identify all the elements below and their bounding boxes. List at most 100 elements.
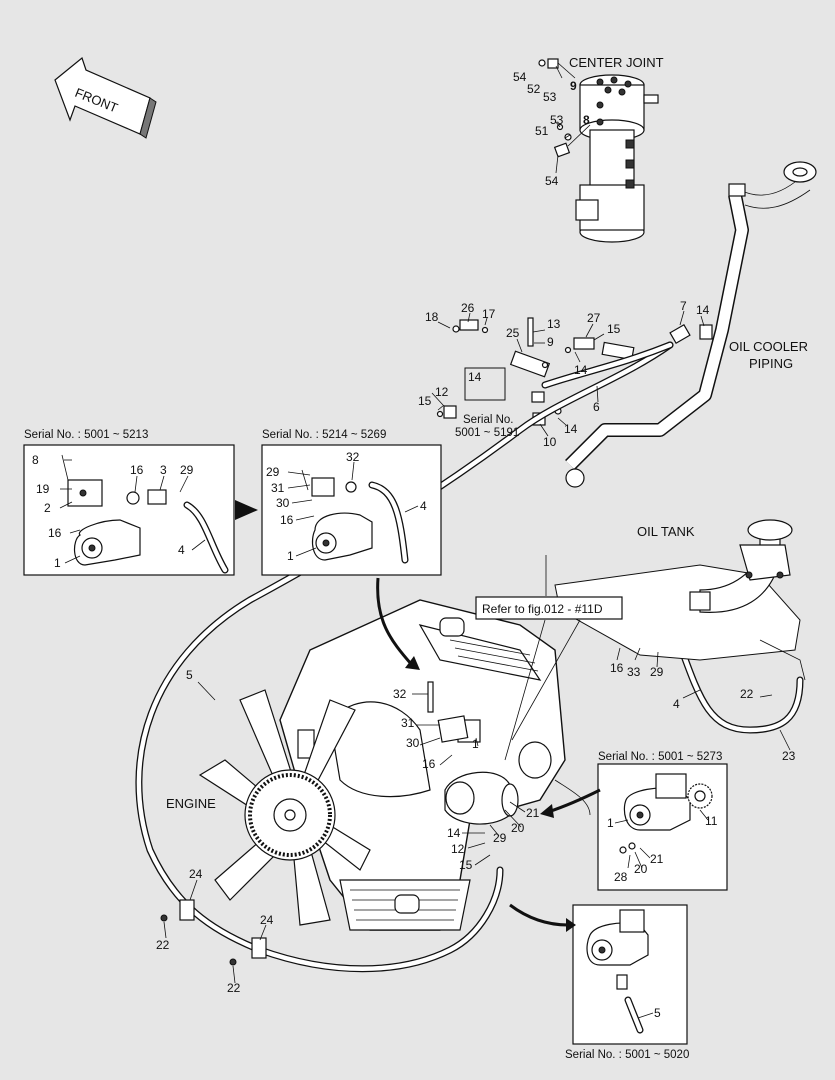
pointer-arrows xyxy=(376,577,601,932)
oil-tank-drawing xyxy=(554,519,806,681)
callout: 25 xyxy=(506,326,520,340)
callout: 29 xyxy=(650,665,664,679)
callout: 30 xyxy=(276,496,290,510)
serial-inline-1: Serial No. xyxy=(463,414,514,426)
callout: 12 xyxy=(451,842,465,856)
serial-box-a: Serial No. : 5001 ~ 5213 xyxy=(24,429,148,441)
callout: 14 xyxy=(564,422,578,436)
callout: 31 xyxy=(271,481,285,495)
serial-inline-2: 5001 ~ 5191 xyxy=(455,427,519,439)
oil-cooler-piping xyxy=(565,161,817,488)
callout: 14 xyxy=(696,303,710,317)
callout: 13 xyxy=(547,317,561,331)
arrow-right-icon xyxy=(235,500,258,520)
section-titles: CENTER JOINT OIL COOLER PIPING OIL TANK … xyxy=(166,55,808,811)
callout: 24 xyxy=(189,867,203,881)
inline-serial-box xyxy=(464,367,506,401)
callout: 15 xyxy=(607,322,621,336)
callout: 51 xyxy=(535,124,549,138)
callout: 23 xyxy=(782,749,796,763)
cj-fittings xyxy=(538,58,591,158)
callout: 20 xyxy=(634,862,648,876)
title-engine: ENGINE xyxy=(166,796,216,811)
callouts-box-d: 5 xyxy=(654,1006,661,1020)
callout: 9 xyxy=(547,335,554,349)
callout: 29 xyxy=(493,831,507,845)
callout: 27 xyxy=(587,311,601,325)
callout: 4 xyxy=(420,499,427,513)
bottom-clamps xyxy=(160,899,267,966)
callout: 4 xyxy=(673,697,680,711)
callout: 29 xyxy=(266,465,280,479)
callout: 11 xyxy=(705,814,718,828)
callout: 15 xyxy=(418,394,432,408)
callout: 16 xyxy=(280,513,294,527)
callout: 1 xyxy=(54,556,61,570)
refer-text: Refer to fig.012 - #11D xyxy=(482,602,603,616)
callout: 17 xyxy=(482,307,496,321)
callouts-pipe: 18 26 17 13 9 25 27 15 7 14 14 12 15 14 … xyxy=(418,299,710,449)
callout: 31 xyxy=(401,716,415,730)
callout: 18 xyxy=(425,310,439,324)
callout: 53 xyxy=(550,113,564,127)
callout: 14 xyxy=(468,370,482,384)
callout: 54 xyxy=(513,70,527,84)
callout: 16 xyxy=(48,526,62,540)
title-center-joint: CENTER JOINT xyxy=(569,55,664,70)
callout: 6 xyxy=(593,400,600,414)
engine-drawing xyxy=(198,599,591,931)
callout: 52 xyxy=(527,82,541,96)
engine-pump xyxy=(427,681,475,815)
callouts-tank: 16 33 29 4 22 23 xyxy=(610,661,796,763)
callout: 14 xyxy=(447,826,461,840)
callout: 21 xyxy=(650,852,664,866)
front-arrow-icon: FRONT xyxy=(54,56,157,139)
detail-box-serial-5214-5269 xyxy=(261,444,442,576)
callouts-bottom: 24 22 24 22 xyxy=(156,867,274,995)
detail-box-serial-5001-5273 xyxy=(597,763,728,891)
callout: 16 xyxy=(422,757,436,771)
fan-icon xyxy=(198,689,371,926)
callout: 4 xyxy=(178,543,185,557)
callout: 7 xyxy=(680,299,687,313)
title-piping: PIPING xyxy=(749,356,793,371)
callout: 29 xyxy=(180,463,194,477)
serial-box-b: Serial No. : 5214 ~ 5269 xyxy=(262,429,386,441)
callout: 1 xyxy=(287,549,294,563)
pipe-fittings xyxy=(436,317,713,426)
callout: 12 xyxy=(435,385,449,399)
callout: 30 xyxy=(406,736,420,750)
callout: 54 xyxy=(545,174,559,188)
callout: 1 xyxy=(607,816,614,830)
callout: 16 xyxy=(610,661,624,675)
callout: 28 xyxy=(614,870,628,884)
callout: 9 xyxy=(570,79,577,93)
callout: 2 xyxy=(44,501,51,515)
callout: 8 xyxy=(583,113,590,127)
callout: 10 xyxy=(543,435,557,449)
callouts-center-joint: 54 52 53 9 8 53 51 54 xyxy=(513,70,590,188)
serial-labels: Serial No. : 5001 ~ 5213 Serial No. : 52… xyxy=(24,414,722,1061)
leader-lines xyxy=(59,65,791,1019)
callout: 22 xyxy=(227,981,241,995)
callout: 24 xyxy=(260,913,274,927)
callout: 8 xyxy=(32,453,39,467)
callout: 14 xyxy=(574,363,588,377)
callout: 20 xyxy=(511,821,525,835)
callout: 32 xyxy=(393,687,407,701)
callout: 16 xyxy=(130,463,144,477)
callouts-box-b: 29 32 31 30 16 1 4 xyxy=(266,450,427,563)
callout: 26 xyxy=(461,301,475,315)
callout: 5 xyxy=(186,668,193,682)
detail-box-serial-5001-5020 xyxy=(572,904,688,1045)
center-joint-drawing xyxy=(575,74,659,243)
callouts-box-c: 1 11 21 20 28 xyxy=(607,814,718,884)
callout: 1 xyxy=(472,737,479,751)
title-oil-cooler: OIL COOLER xyxy=(729,339,808,354)
callout: 15 xyxy=(459,858,473,872)
callout: 53 xyxy=(543,90,557,104)
serial-box-c: Serial No. : 5001 ~ 5273 xyxy=(598,751,722,763)
callout: 32 xyxy=(346,450,360,464)
callout: 22 xyxy=(740,687,754,701)
